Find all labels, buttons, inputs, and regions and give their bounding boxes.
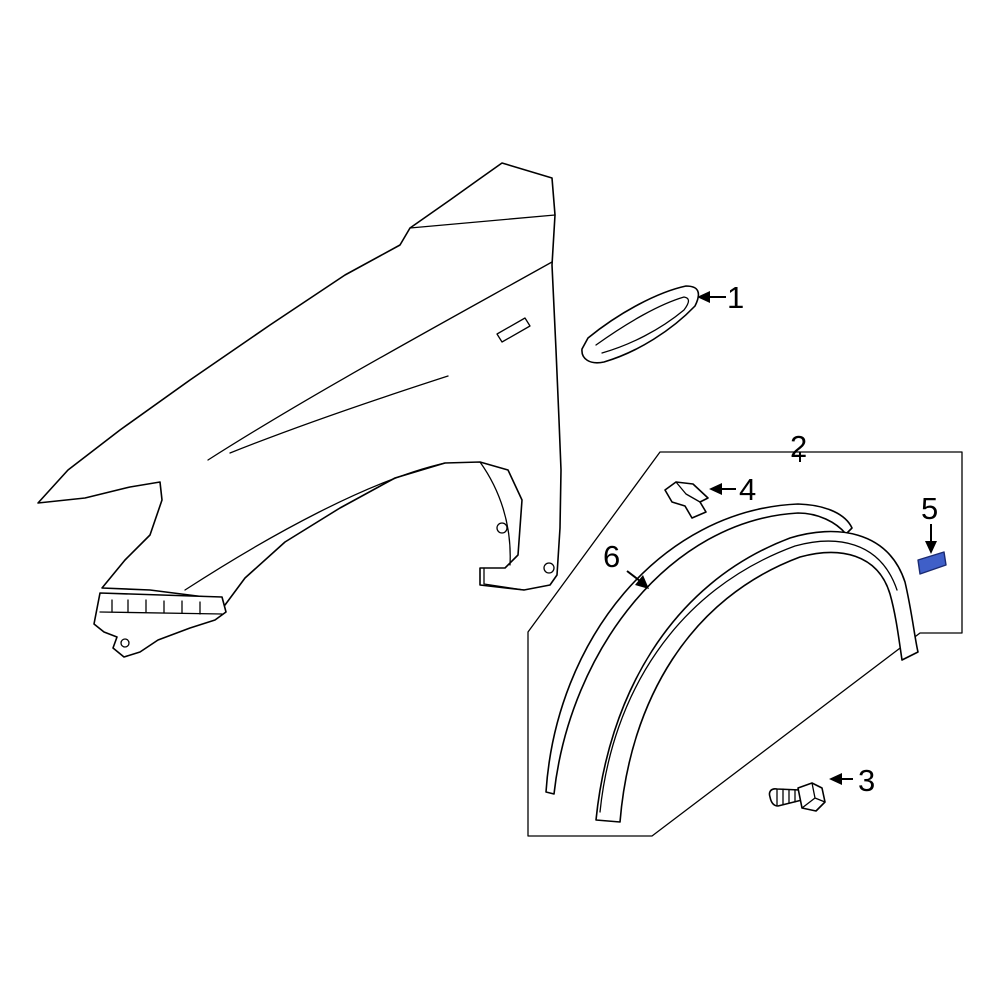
arch-seal-strip xyxy=(545,503,853,795)
leader-6 xyxy=(626,570,649,589)
callout-2: 2 xyxy=(790,429,807,464)
leader-3 xyxy=(829,773,853,785)
callout-1: 1 xyxy=(727,280,744,315)
side-vent-garnish xyxy=(581,285,700,364)
leader-4 xyxy=(709,483,736,495)
wheel-opening-molding xyxy=(595,530,919,823)
mounting-bolt xyxy=(768,782,826,812)
callout-4: 4 xyxy=(739,472,756,507)
kit-outline xyxy=(527,451,963,837)
fender-lower-bracket xyxy=(93,592,227,658)
retainer-clip xyxy=(664,481,709,519)
callout-6: 6 xyxy=(603,539,620,574)
leader-5 xyxy=(925,524,937,554)
callout-5: 5 xyxy=(921,491,938,526)
leader-1 xyxy=(697,291,726,303)
fender xyxy=(37,162,562,606)
adhesive-tape xyxy=(917,551,947,575)
callout-3: 3 xyxy=(858,763,875,798)
